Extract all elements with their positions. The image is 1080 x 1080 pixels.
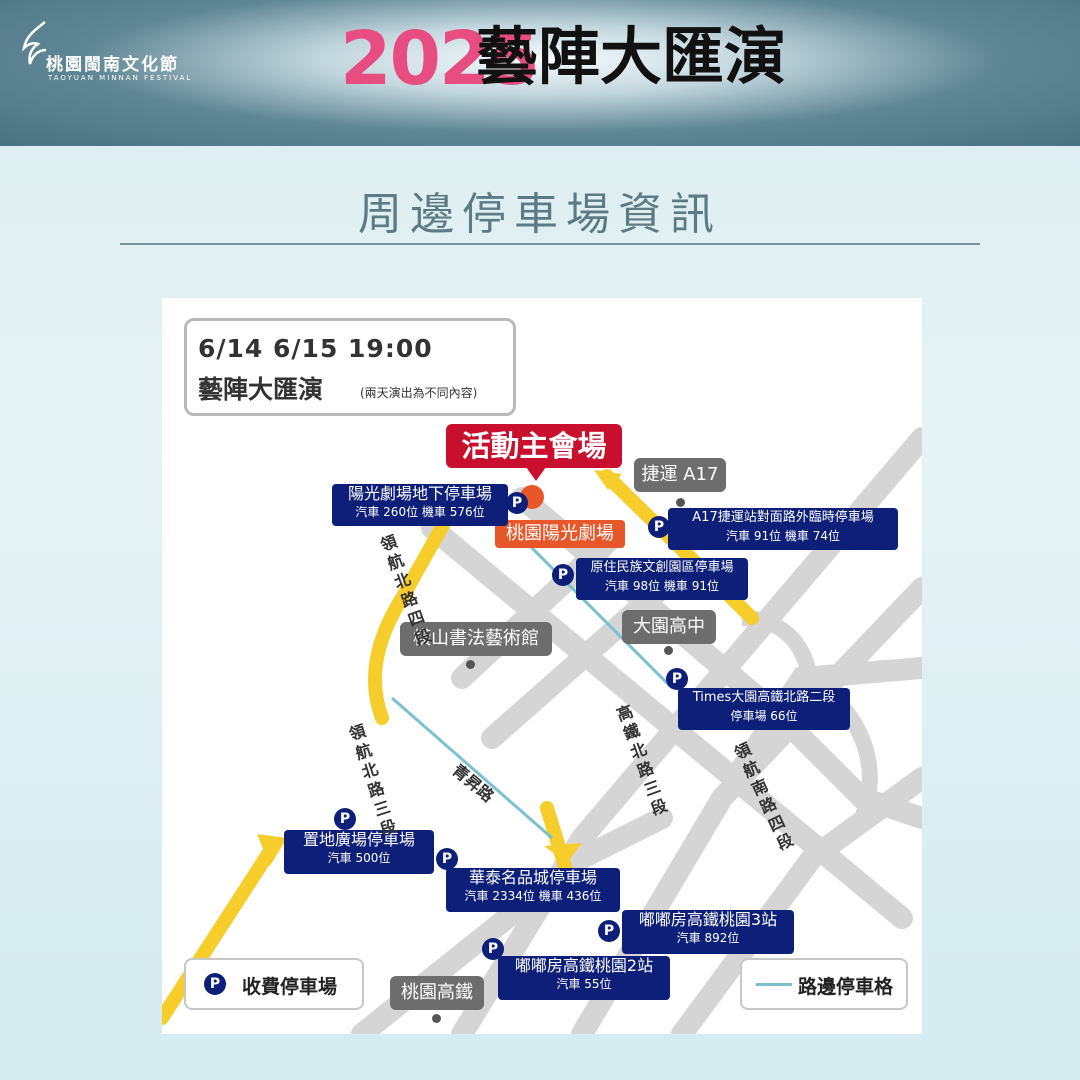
callout-pointer: [526, 467, 546, 481]
arrow-yellow-1: [257, 834, 287, 866]
parking-gloria-outlets: 華泰名品城停車場 汽車 2334位 機車 436位: [446, 868, 620, 912]
logo-subtitle: TAOYUAN MINNAN FESTIVAL: [48, 74, 193, 82]
landmark-mrt-dot: [676, 498, 685, 507]
venue-name-label: 桃園陽光劇場: [495, 520, 625, 548]
parking-name: 原住民族文創園區停車場: [590, 560, 734, 575]
event-note: (兩天演出為不同內容): [360, 386, 478, 400]
main-venue-callout: 活動主會場: [446, 424, 622, 468]
parking-p-icon: P: [334, 808, 356, 830]
landmark-dayuan-dot: [664, 646, 673, 655]
arrow-yellow-2: [594, 470, 622, 490]
parking-times-thsr-north: Times大園高鐵北路二段 停車場 66位: [678, 688, 850, 730]
parking-sunlight-theater: 陽光劇場地下停車場 汽車 260位 機車 576位: [332, 484, 508, 526]
parking-indigenous-park: 原住民族文創園區停車場 汽車 98位 機車 91位: [576, 558, 748, 600]
street-parking-2: [391, 696, 553, 840]
parking-p-icon: P: [552, 564, 574, 586]
landmark-hengshan-dot: [466, 660, 475, 669]
parking-capacity: 汽車 500位: [327, 851, 391, 865]
road-gray-2: [571, 577, 922, 1034]
parking-name: 陽光劇場地下停車場: [347, 484, 492, 503]
festival-logo: 桃園閩南文化節 TAOYUAN MINNAN FESTIVAL: [18, 20, 218, 82]
event-name: 藝陣大匯演: [198, 375, 324, 404]
parking-name: 嘟嘟房高鐵桃園3站: [638, 910, 778, 929]
legend-paid-parking: P 收費停車場: [184, 958, 364, 1010]
landmark-mrt-a17: 捷運 A17: [634, 458, 726, 492]
parking-capacity: 汽車 55位: [556, 977, 612, 991]
header-banner: 桃園閩南文化節 TAOYUAN MINNAN FESTIVAL 2025 藝陣大…: [0, 0, 1080, 146]
landmark-thsr: 桃園高鐵: [390, 976, 484, 1010]
legend-street-parking: 路邊停車格: [740, 958, 908, 1010]
road-yellow-4: [540, 801, 574, 880]
parking-dudu-thsr-3: 嘟嘟房高鐵桃園3站 汽車 892位: [622, 910, 794, 954]
parking-capacity: 汽車 892位: [676, 931, 740, 945]
parking-p-icon: P: [506, 492, 528, 514]
parking-name: 置地廣場停車場: [302, 830, 415, 849]
legend-street-line-icon: [756, 983, 792, 986]
parking-p-icon: P: [436, 848, 458, 870]
parking-name: 嘟嘟房高鐵桃園2站: [514, 956, 654, 975]
parking-p-icon: P: [666, 668, 688, 690]
legend-street-label: 路邊停車格: [798, 976, 894, 998]
page-subtitle: 周邊停車場資訊: [358, 189, 722, 240]
road-gray-9: [351, 807, 673, 1034]
parking-p-icon: P: [648, 516, 670, 538]
legend-p-icon: P: [204, 973, 226, 995]
parking-p-icon: P: [482, 938, 504, 960]
parking-p-icon: P: [598, 920, 620, 942]
header-title: 藝陣大匯演: [476, 20, 787, 93]
dragon-logo-icon: [22, 21, 47, 65]
event-info-box: [184, 318, 516, 416]
parking-a17-temporary: A17捷運站對面路外臨時停車場 汽車 91位 機車 74位: [668, 508, 898, 550]
landmark-hengshan: 橫山書法藝術館: [400, 622, 552, 656]
logo-title: 桃園閩南文化節: [46, 55, 179, 75]
parking-dudu-thsr-2: 嘟嘟房高鐵桃園2站 汽車 55位: [498, 956, 670, 1000]
road-yellow-2: [367, 511, 454, 725]
landmark-dayuan-high: 大園高中: [622, 610, 716, 644]
parking-capacity: 停車場 66位: [730, 709, 798, 723]
parking-landmark-plaza: 置地廣場停車場 汽車 500位: [284, 830, 434, 874]
parking-name: A17捷運站對面路外臨時停車場: [692, 510, 874, 525]
landmark-thsr-dot: [432, 1014, 441, 1023]
parking-capacity: 汽車 2334位 機車 436位: [464, 889, 602, 903]
road-yellow-1: [162, 841, 279, 1025]
parking-name: 華泰名品城停車場: [468, 868, 597, 887]
parking-capacity: 汽車 98位 機車 91位: [605, 579, 719, 593]
arrow-yellow-3: [544, 843, 582, 863]
parking-capacity: 汽車 260位 機車 576位: [355, 505, 485, 519]
title-divider: [120, 243, 980, 245]
road-gray-8: [671, 767, 922, 1034]
parking-capacity: 汽車 91位 機車 74位: [726, 529, 840, 543]
event-dates: 6/14 6/15 19:00: [198, 334, 433, 363]
parking-name: Times大園高鐵北路二段: [692, 690, 836, 705]
legend-paid-label: 收費停車場: [242, 976, 338, 998]
header-year: 2025: [340, 16, 540, 102]
